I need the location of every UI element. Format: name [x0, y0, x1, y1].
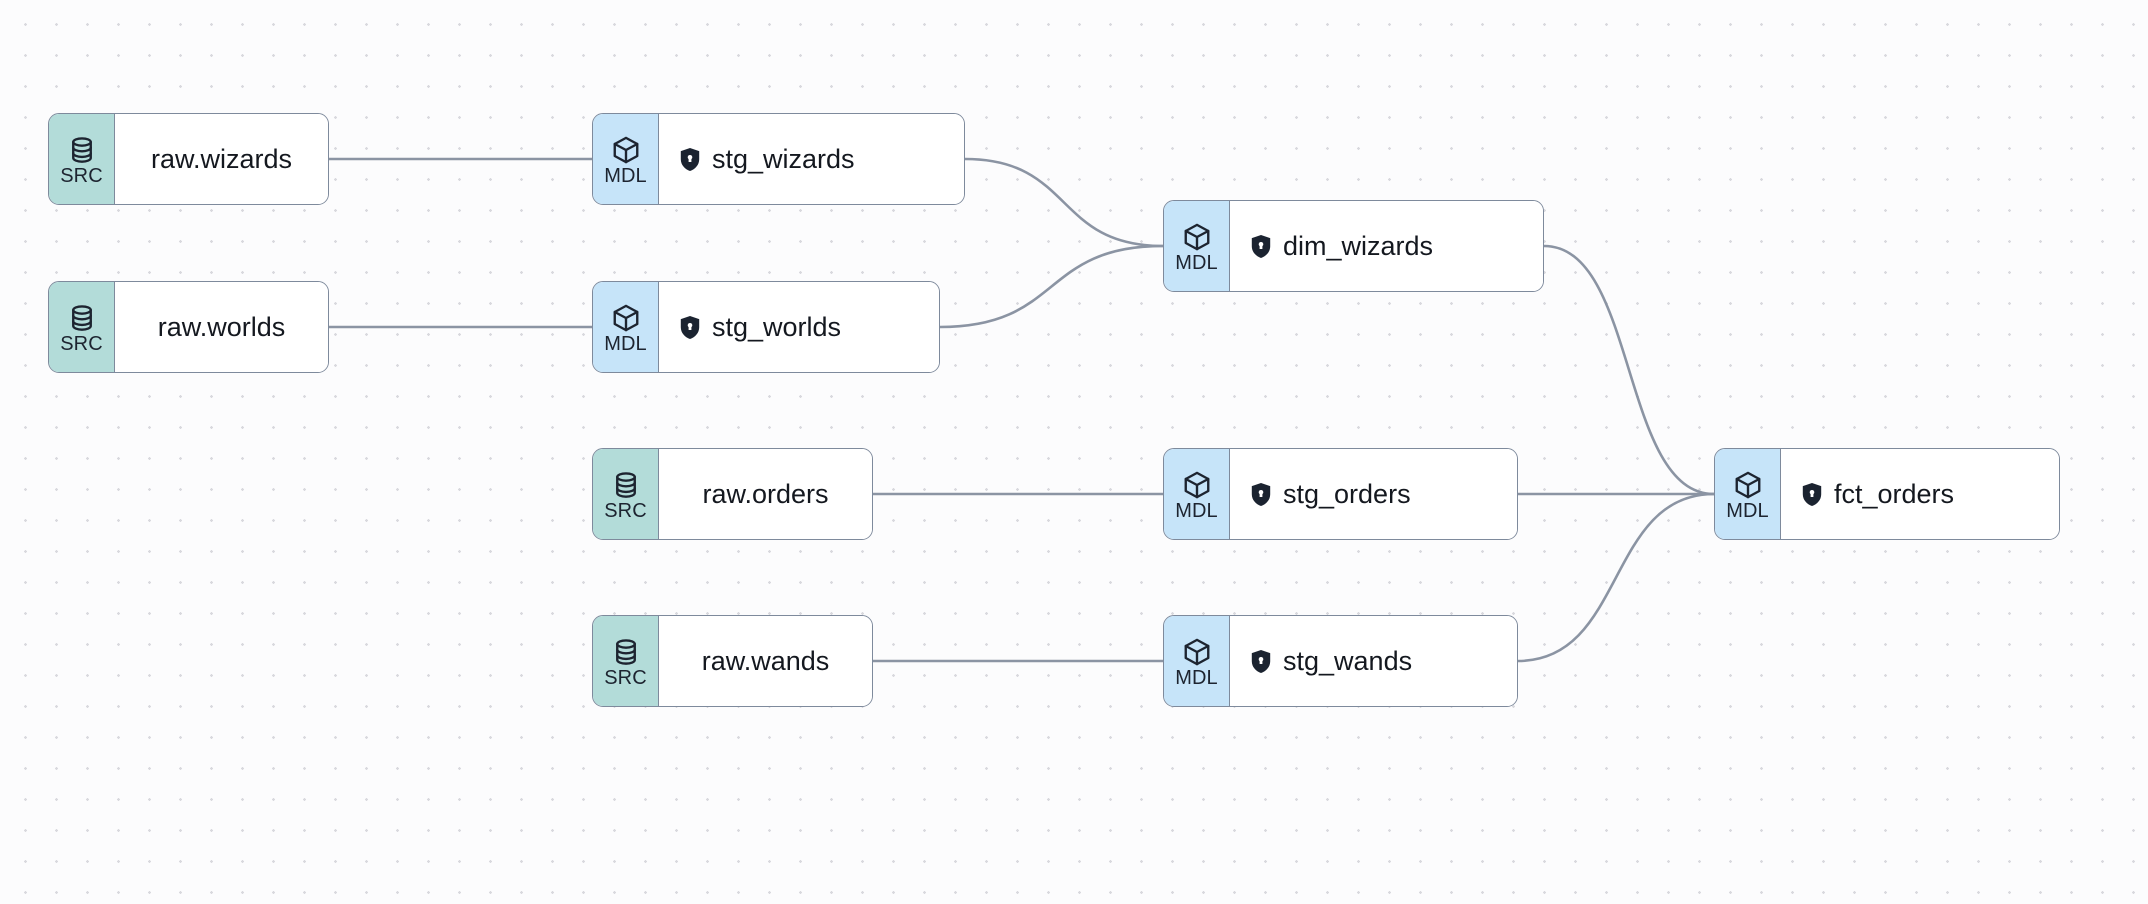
node-label: raw.orders — [702, 478, 829, 509]
node-label: raw.worlds — [157, 311, 286, 342]
node-body-raw_wands: raw.wands — [659, 616, 872, 706]
node-label: fct_orders — [1834, 478, 1955, 509]
graph-node-raw_worlds[interactable]: SRC raw.worlds — [48, 281, 329, 373]
node-kind-badge-stg_worlds: MDL — [593, 282, 659, 372]
graph-node-stg_worlds[interactable]: MDL stg_worlds — [592, 281, 940, 373]
shield-lock-icon — [1251, 234, 1271, 258]
node-body-stg_orders: stg_orders — [1230, 449, 1517, 539]
node-kind-label: SRC — [604, 666, 647, 689]
node-kind-label: MDL — [604, 164, 647, 187]
graph-node-raw_orders[interactable]: SRC raw.orders — [592, 448, 873, 540]
node-label: stg_wands — [1283, 645, 1413, 676]
shield-lock-icon — [1802, 482, 1822, 506]
node-label: dim_wizards — [1283, 230, 1434, 261]
node-kind-label: MDL — [1175, 499, 1218, 522]
graph-node-raw_wands[interactable]: SRC raw.wands — [592, 615, 873, 707]
graph-edge-stg_wands-to-fct_orders — [1516, 492, 1716, 663]
node-kind-badge-fct_orders: MDL — [1715, 449, 1781, 539]
cube-icon — [613, 304, 638, 331]
node-kind-label: SRC — [60, 164, 103, 187]
cube-icon — [1184, 471, 1209, 498]
node-label: stg_orders — [1283, 478, 1411, 509]
node-kind-label: MDL — [1175, 666, 1218, 689]
cube-icon — [613, 136, 638, 163]
node-body-raw_orders: raw.orders — [659, 449, 872, 539]
node-kind-label: MDL — [604, 332, 647, 355]
graph-node-stg_wands[interactable]: MDL stg_wands — [1163, 615, 1518, 707]
shield-lock-icon — [680, 147, 700, 171]
node-kind-badge-raw_worlds: SRC — [49, 282, 115, 372]
node-label: raw.wizards — [150, 143, 293, 174]
database-icon — [615, 638, 636, 665]
node-body-stg_wizards: stg_wizards — [659, 114, 964, 204]
node-body-raw_wizards: raw.wizards — [115, 114, 328, 204]
graph-node-raw_wizards[interactable]: SRC raw.wizards — [48, 113, 329, 205]
node-kind-label: MDL — [1175, 251, 1218, 274]
node-kind-badge-raw_wands: SRC — [593, 616, 659, 706]
shield-lock-icon — [680, 315, 700, 339]
cube-icon — [1735, 471, 1760, 498]
graph-edge-stg_wizards-to-dim_wizards — [963, 157, 1165, 248]
node-kind-badge-stg_wizards: MDL — [593, 114, 659, 204]
node-label: stg_wizards — [712, 143, 855, 174]
node-body-dim_wizards: dim_wizards — [1230, 201, 1543, 291]
shield-lock-icon — [1251, 482, 1271, 506]
node-body-raw_worlds: raw.worlds — [115, 282, 328, 372]
graph-edge-dim_wizards-to-fct_orders — [1542, 244, 1716, 496]
database-icon — [615, 471, 636, 498]
node-body-stg_wands: stg_wands — [1230, 616, 1517, 706]
node-kind-label: MDL — [1726, 499, 1769, 522]
graph-node-stg_orders[interactable]: MDL stg_orders — [1163, 448, 1518, 540]
node-body-stg_worlds: stg_worlds — [659, 282, 939, 372]
node-kind-badge-raw_orders: SRC — [593, 449, 659, 539]
node-kind-label: SRC — [60, 332, 103, 355]
database-icon — [71, 304, 92, 331]
node-kind-badge-raw_wizards: SRC — [49, 114, 115, 204]
graph-edge-stg_worlds-to-dim_wizards — [938, 244, 1165, 329]
node-label: stg_worlds — [712, 311, 842, 342]
node-label: raw.wands — [701, 645, 830, 676]
database-icon — [71, 136, 92, 163]
graph-node-stg_wizards[interactable]: MDL stg_wizards — [592, 113, 965, 205]
node-kind-badge-dim_wizards: MDL — [1164, 201, 1230, 291]
node-kind-badge-stg_orders: MDL — [1164, 449, 1230, 539]
cube-icon — [1184, 223, 1209, 250]
node-kind-label: SRC — [604, 499, 647, 522]
shield-lock-icon — [1251, 649, 1271, 673]
graph-node-fct_orders[interactable]: MDL fct_orders — [1714, 448, 2060, 540]
node-body-fct_orders: fct_orders — [1781, 449, 2059, 539]
graph-node-dim_wizards[interactable]: MDL dim_wizards — [1163, 200, 1544, 292]
cube-icon — [1184, 638, 1209, 665]
node-kind-badge-stg_wands: MDL — [1164, 616, 1230, 706]
